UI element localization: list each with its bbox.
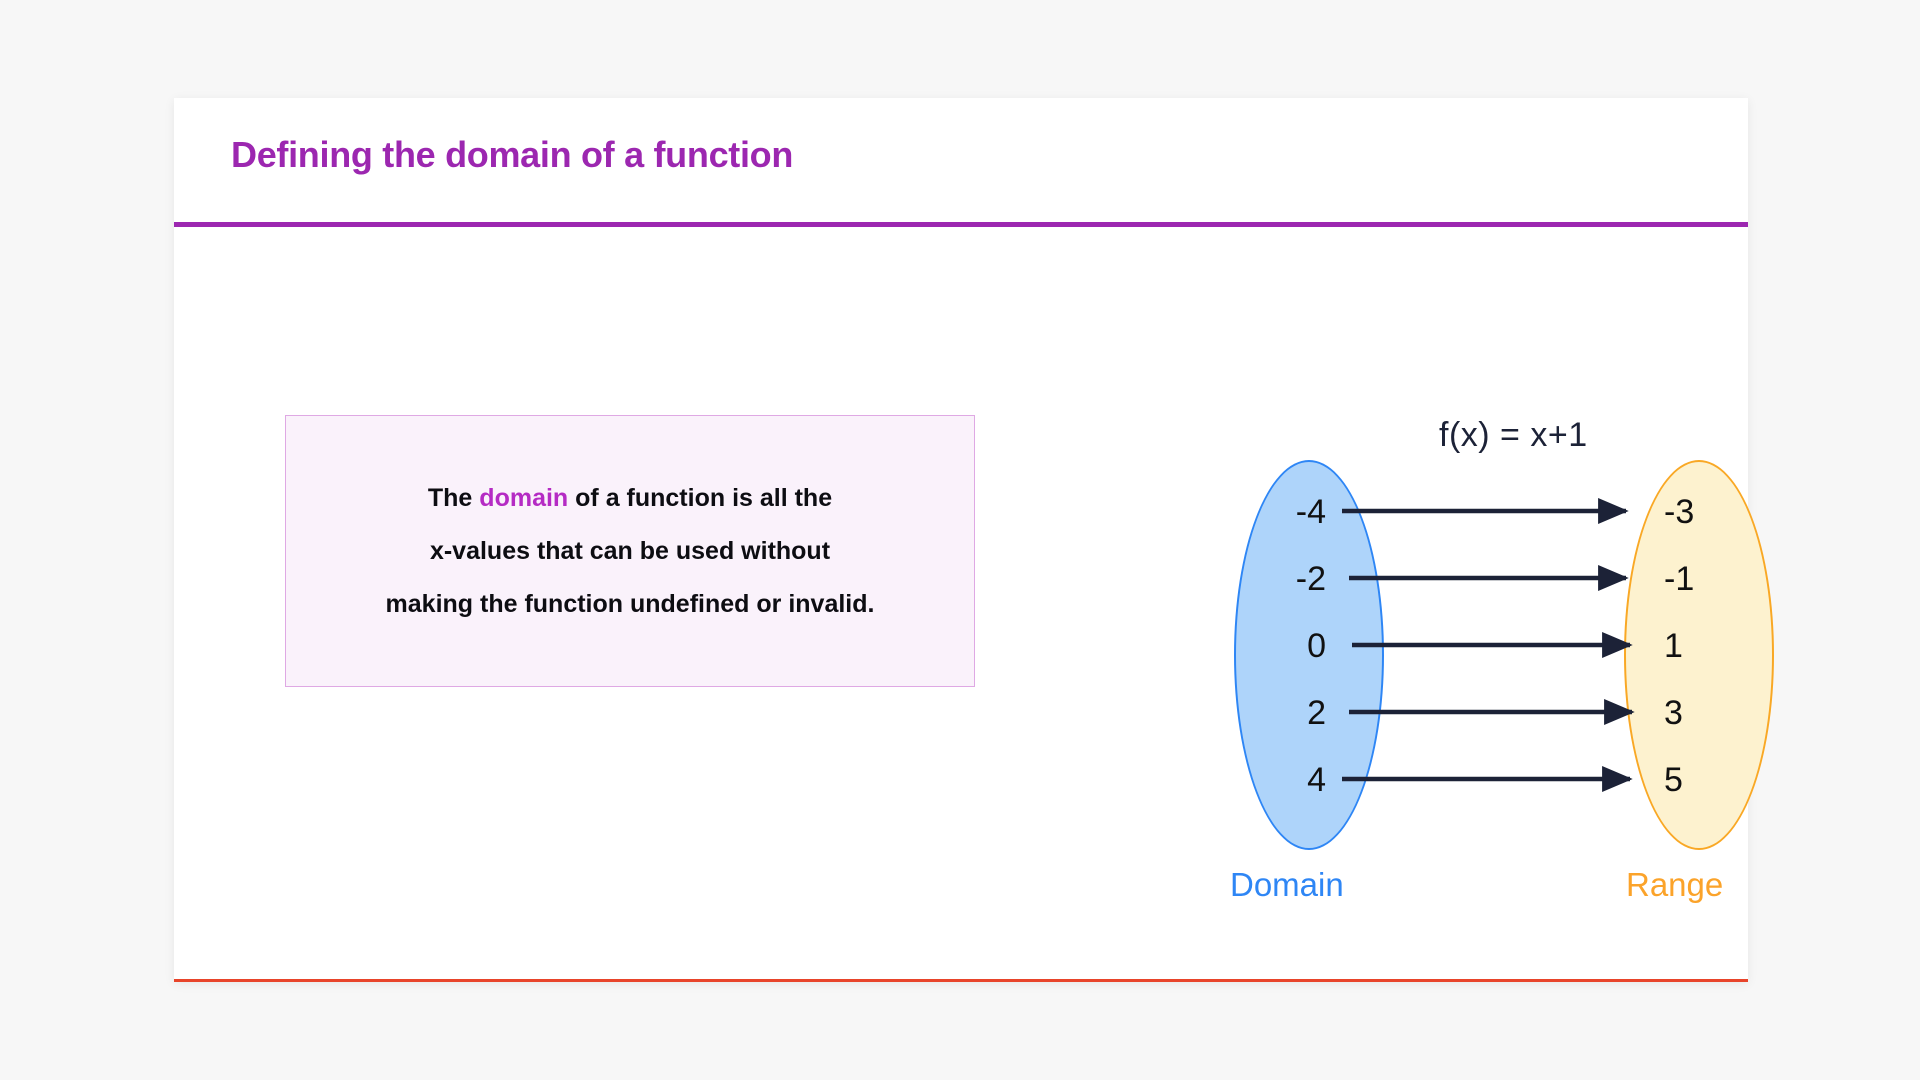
domain-set-label: Domain <box>1230 866 1344 903</box>
domain-node-2: 0 <box>1307 627 1326 665</box>
range-node-2: 1 <box>1664 627 1683 665</box>
definition-line-3: making the function undefined or invalid… <box>385 589 875 618</box>
slide-card: Defining the domain of a function The do… <box>174 98 1774 982</box>
function-label: f(x) = x+1 <box>1439 416 1588 454</box>
definition-keyword-domain: domain <box>479 483 569 512</box>
slide-header: Defining the domain of a function <box>174 98 1748 227</box>
range-ellipse <box>1624 460 1774 850</box>
range-node-1: -1 <box>1664 560 1695 598</box>
domain-node-1: -2 <box>1295 560 1326 598</box>
range-set-label: Range <box>1626 866 1724 903</box>
title-divider <box>174 222 1748 227</box>
definition-line-1-pre: The <box>427 483 480 512</box>
definition-line-1: The domain of a function is all the <box>427 483 833 512</box>
domain-ellipse <box>1234 460 1384 850</box>
mapping-diagram: f(x) = x+1 -4 -2 0 2 4 -3 -1 1 3 5 Domai… <box>1194 398 1814 918</box>
page-title: Defining the domain of a function <box>231 134 794 175</box>
bottom-divider <box>174 979 1748 982</box>
domain-node-0: -4 <box>1295 493 1326 531</box>
domain-node-3: 2 <box>1307 694 1326 732</box>
definition-line-2: x-values that can be used without <box>429 536 831 565</box>
range-node-3: 3 <box>1664 694 1683 732</box>
range-node-0: -3 <box>1664 493 1695 531</box>
domain-node-4: 4 <box>1307 761 1326 799</box>
definition-line-1-post: of a function is all the <box>568 483 833 512</box>
definition-callout: The domain of a function is all the x-va… <box>285 415 975 687</box>
range-node-4: 5 <box>1664 761 1683 799</box>
